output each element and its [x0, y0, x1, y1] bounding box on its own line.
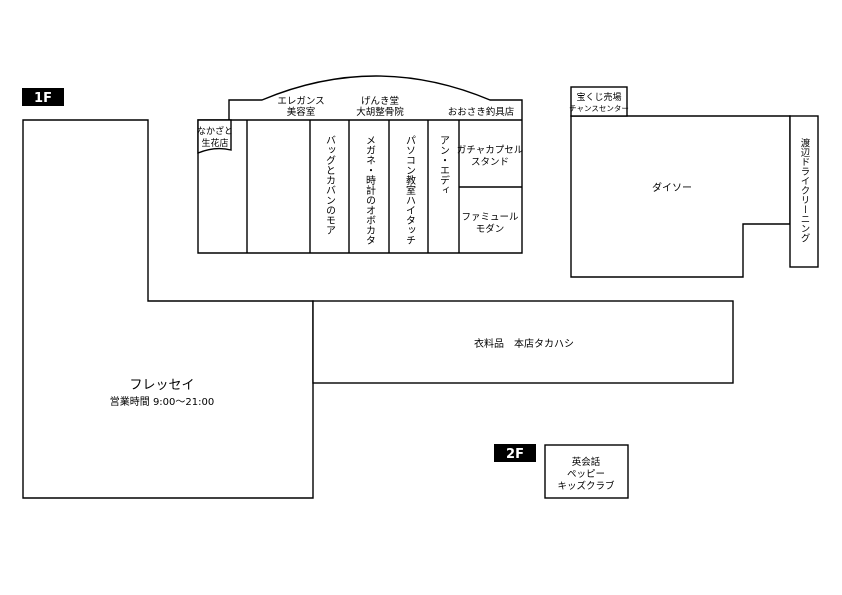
fressay-hours: 営業時間 9:00～21:00	[110, 395, 214, 408]
svg-text:生花店: 生花店	[201, 137, 228, 149]
svg-text:大胡整骨院: 大胡整骨院	[356, 106, 404, 118]
svg-text:英会話: 英会話	[572, 456, 601, 468]
svg-text:なかざと: なかざと	[197, 125, 233, 137]
svg-text:ペッピー: ペッピー	[567, 469, 605, 480]
fressay-label: フレッセイ	[129, 378, 194, 393]
svg-text:2F: 2F	[506, 447, 524, 462]
area-watanabe[interactable]	[789, 115, 819, 268]
gacha-label: ガチャカプセル	[457, 145, 524, 156]
svg-text:チャンスセンター: チャンスセンター	[569, 104, 629, 113]
genkido-label: げんき堂	[361, 95, 399, 107]
area-daiso[interactable]	[570, 115, 791, 278]
elegance-label: エレガンス	[277, 96, 324, 107]
area-ifuku-takahashi[interactable]	[312, 300, 734, 384]
anedi-label: アン・エディ	[438, 135, 450, 195]
megane-label: メガネ・時計のオボカタ	[364, 135, 376, 245]
svg-text:1F: 1F	[34, 91, 52, 106]
daiso-label: ダイソー	[652, 181, 692, 194]
svg-text:モダン: モダン	[476, 223, 505, 235]
area-nakazato[interactable]	[197, 119, 232, 155]
area-eikaiwa[interactable]	[544, 444, 629, 499]
svg-text:美容室: 美容室	[287, 106, 316, 118]
famimu-label: ファミュール	[461, 212, 519, 223]
svg-text:スタンド: スタンド	[471, 157, 509, 168]
pasokon-label: パソコン教室ハイタッチ	[404, 135, 416, 245]
floor-1f-badge: 1F	[22, 88, 64, 106]
watanabe-label: 渡辺ドライクリーニング	[799, 137, 811, 242]
oosaki-label: おおさき釣具店	[448, 106, 515, 118]
bag-label: バッグとカバンのモア	[324, 135, 336, 235]
svg-text:宝くじ売場: 宝くじ売場	[576, 91, 621, 103]
svg-text:キッズクラブ: キッズクラブ	[557, 480, 615, 492]
area-takarakuji[interactable]	[570, 86, 628, 117]
floor-2f-badge: 2F	[494, 444, 536, 462]
ifuku-label: 衣料品 本店タカハシ	[474, 337, 574, 350]
